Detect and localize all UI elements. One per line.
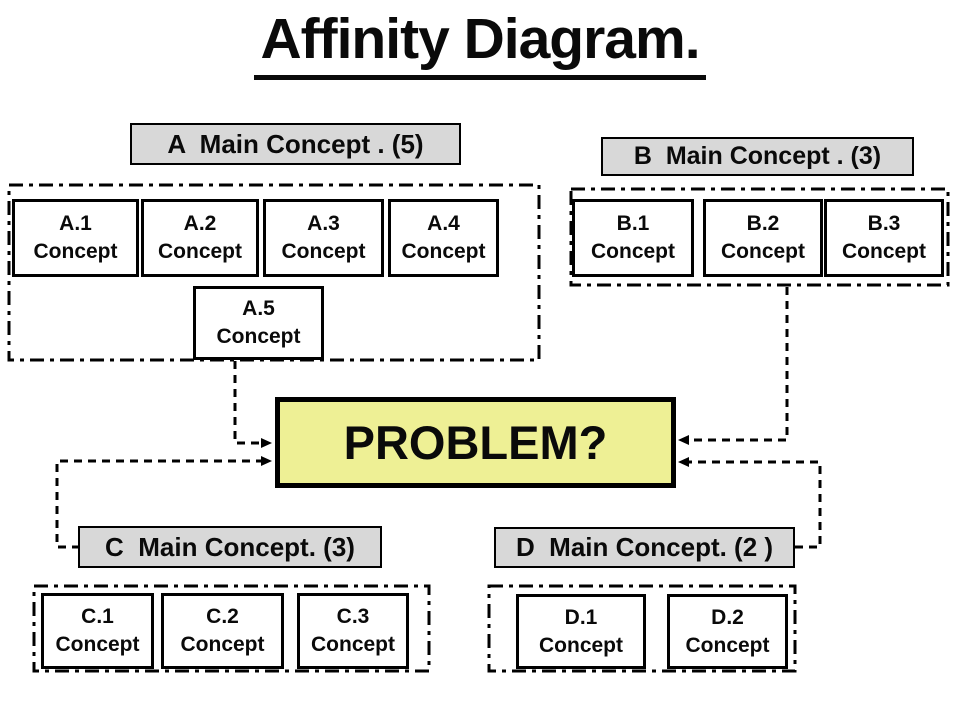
concept-id: A.4 [427,212,460,236]
group-c-header: C Main Concept. (3) [78,526,382,568]
concept-box-a5: A.5 Concept [193,286,324,360]
problem-label: PROBLEM? [343,416,608,469]
concept-id: C.1 [81,605,114,629]
concept-id: B.3 [867,212,901,236]
concept-label: Concept [401,240,486,263]
group-a-header: A Main Concept . (5) [130,123,461,165]
concept-box-b3: B.3 Concept [824,199,944,277]
concept-id: A.5 [242,297,275,321]
concept-label: Concept [180,633,265,656]
connector-a-to-problem [233,361,272,448]
concept-id: C.2 [206,605,239,629]
group-d-container [487,584,797,673]
concept-id: A.2 [183,212,217,236]
concept-label: Concept [311,633,395,656]
concept-id: C.3 [336,605,370,629]
concept-box-a4: A.4 Concept [388,199,499,277]
concept-id: A.1 [59,212,92,236]
group-d-header: D Main Concept. (2 ) [494,527,795,568]
concept-box-c1: C.1 Concept [41,593,154,669]
concept-box-c3: C.3 Concept [297,593,409,669]
problem-box: PROBLEM? [275,397,676,488]
concept-label: Concept [591,240,675,263]
concept-box-a3: A.3 Concept [263,199,384,277]
slide-title: Affinity Diagram. [254,6,706,80]
concept-id: D.2 [711,605,744,629]
slide-title-wrap: Affinity Diagram. [0,6,960,80]
concept-id: B.1 [616,212,650,236]
connector-d-to-problem [678,457,822,549]
connector-c-to-problem [55,456,272,549]
concept-label: Concept [158,240,242,263]
concept-label: Concept [539,633,623,657]
concept-box-b1: B.1 Concept [572,199,694,277]
group-a-container [7,183,541,362]
group-b-container [569,187,950,287]
concept-box-a1: A.1 Concept [12,199,139,277]
concept-label: Concept [33,240,118,263]
concept-id: D.1 [564,605,598,629]
concept-label: Concept [842,240,926,263]
concept-label: Concept [721,240,805,263]
concept-box-d2: D.2 Concept [667,594,788,669]
concept-box-b2: B.2 Concept [703,199,823,277]
concept-label: Concept [216,325,301,348]
concept-label: Concept [685,633,770,657]
concept-label: Concept [55,633,140,656]
concept-id: A.3 [307,212,340,236]
concept-box-c2: C.2 Concept [161,593,284,669]
concept-box-a2: A.2 Concept [141,199,259,277]
concept-box-d1: D.1 Concept [516,594,646,669]
concept-label: Concept [281,240,366,263]
concept-id: B.2 [746,212,780,236]
connector-b-to-problem [678,287,789,445]
group-b-header: B Main Concept . (3) [601,137,914,176]
